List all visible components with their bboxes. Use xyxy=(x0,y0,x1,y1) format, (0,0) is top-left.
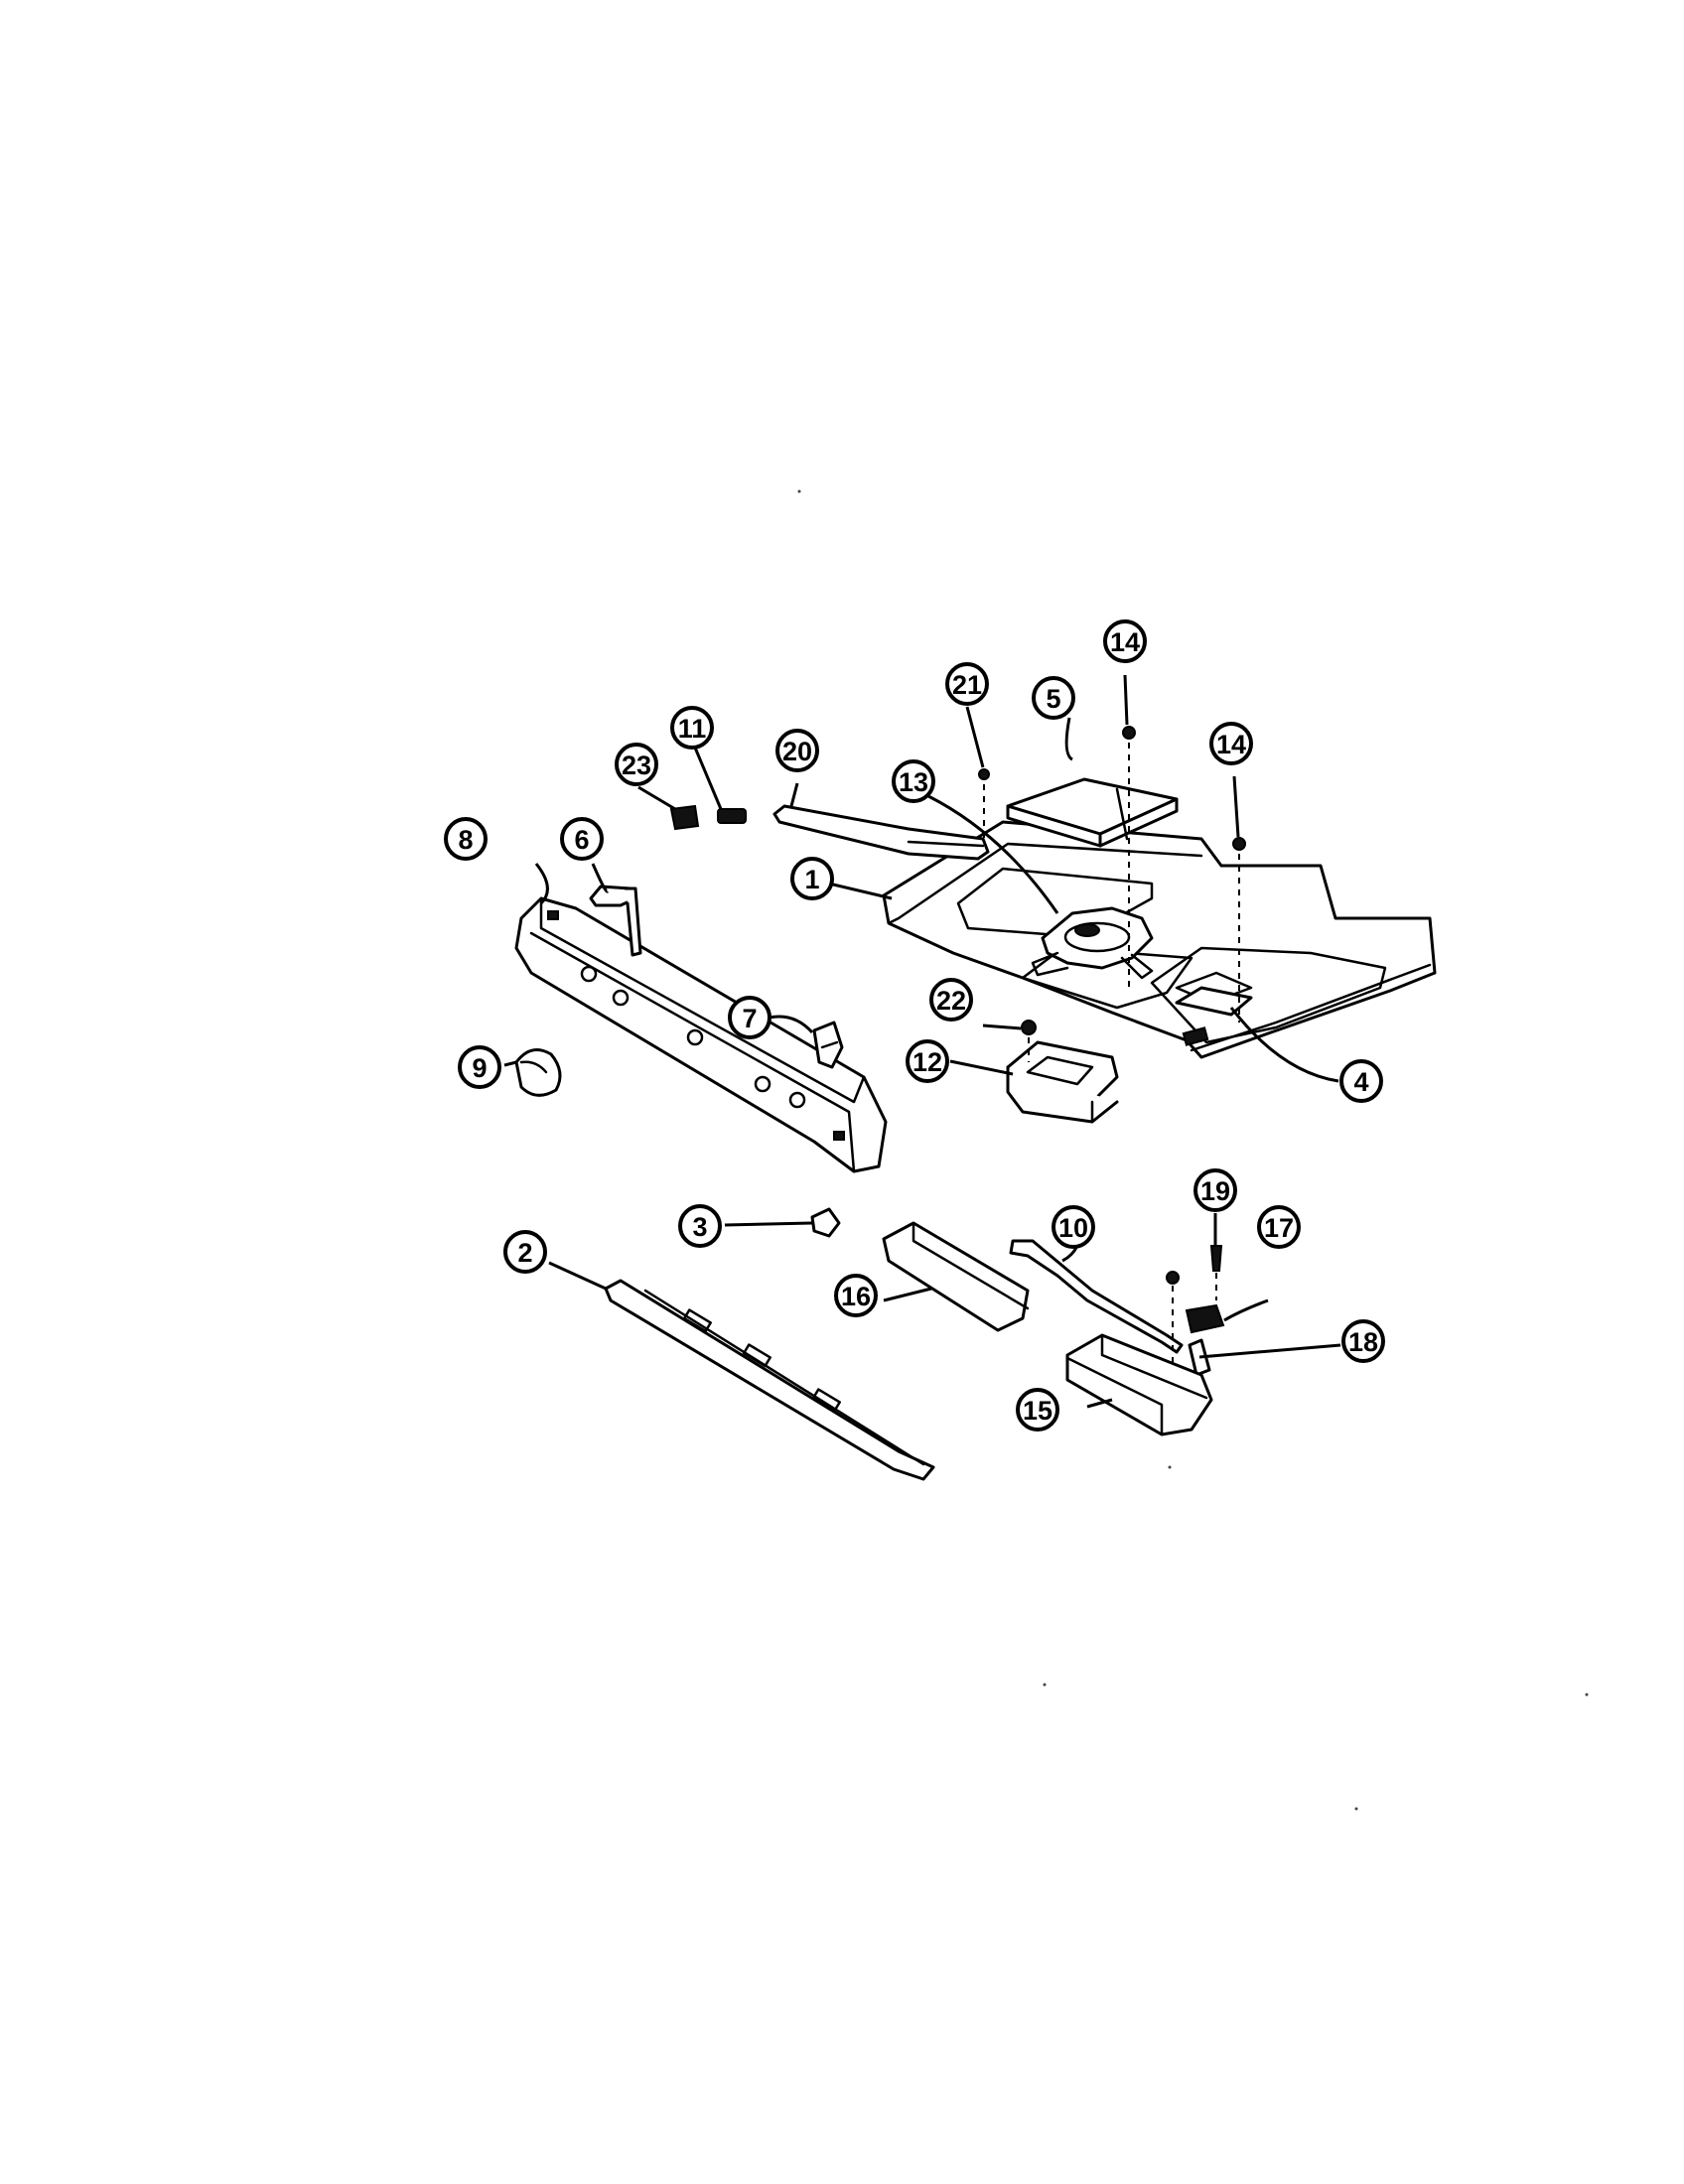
callout-6: 6 xyxy=(560,817,604,861)
svg-text:21: 21 xyxy=(952,670,982,700)
svg-text:10: 10 xyxy=(1058,1213,1088,1243)
part-3-clip xyxy=(810,1207,841,1238)
callout-21: 21 xyxy=(945,662,989,706)
part-7-clip xyxy=(812,1021,844,1069)
svg-text:5: 5 xyxy=(1046,684,1060,714)
part-23-spring xyxy=(669,804,700,831)
part-13-burner-assembly xyxy=(1031,906,1154,980)
svg-text:4: 4 xyxy=(1353,1067,1368,1097)
callout-23: 23 xyxy=(615,743,658,786)
callout-9: 9 xyxy=(458,1045,501,1089)
callout-3: 3 xyxy=(678,1204,722,1248)
svg-text:18: 18 xyxy=(1348,1327,1378,1357)
callout-1: 1 xyxy=(790,857,834,900)
part-18-bracket xyxy=(1166,1271,1211,1377)
part-10-tube xyxy=(1009,1239,1184,1354)
callout-8: 8 xyxy=(444,817,488,861)
callout-18: 18 xyxy=(1341,1319,1385,1363)
part-15-channel xyxy=(1065,1333,1213,1436)
callout-7: 7 xyxy=(728,996,772,1039)
svg-text:9: 9 xyxy=(472,1053,487,1083)
part-19-screw xyxy=(1209,1245,1223,1272)
part-14-screw-a xyxy=(1122,726,1136,740)
callout-13: 13 xyxy=(892,759,935,803)
svg-text:15: 15 xyxy=(1023,1396,1052,1426)
callout-14-b: 14 xyxy=(1209,722,1253,765)
part-22-screw xyxy=(1021,1020,1037,1035)
callout-11: 11 xyxy=(670,706,714,750)
callout-5: 5 xyxy=(1032,676,1075,720)
svg-text:13: 13 xyxy=(899,767,928,797)
part-11-clip xyxy=(717,808,747,824)
callout-17: 17 xyxy=(1257,1205,1301,1249)
part-5-cover-plate xyxy=(1006,777,1179,848)
part-17-connector xyxy=(1185,1303,1225,1334)
svg-text:11: 11 xyxy=(678,714,707,744)
svg-text:12: 12 xyxy=(912,1047,942,1077)
part-20-rod xyxy=(772,804,990,861)
svg-text:7: 7 xyxy=(742,1004,757,1033)
callout-15: 15 xyxy=(1016,1388,1059,1432)
svg-text:17: 17 xyxy=(1264,1213,1294,1243)
svg-text:8: 8 xyxy=(458,825,473,855)
callout-20: 20 xyxy=(775,729,819,772)
part-12-bracket xyxy=(1006,1040,1119,1124)
part-2-rail xyxy=(604,1279,935,1481)
svg-text:6: 6 xyxy=(574,825,589,855)
callout-2: 2 xyxy=(503,1230,547,1274)
part-16-channel xyxy=(882,1221,1030,1332)
part-14-screw-b xyxy=(1232,837,1246,851)
part-6-bracket xyxy=(589,885,642,957)
svg-text:1: 1 xyxy=(804,865,819,894)
svg-text:20: 20 xyxy=(782,737,812,766)
callout-22: 22 xyxy=(929,978,973,1022)
svg-text:22: 22 xyxy=(936,986,966,1016)
svg-text:19: 19 xyxy=(1200,1176,1230,1206)
callout-16: 16 xyxy=(834,1274,878,1317)
leader-lines xyxy=(503,674,1341,1409)
part-21-screw xyxy=(978,768,990,780)
scan-specks xyxy=(797,489,1589,1811)
part-8-front-manifold xyxy=(514,896,888,1173)
svg-text:14: 14 xyxy=(1216,730,1246,759)
callout-4: 4 xyxy=(1339,1059,1383,1103)
callout-10: 10 xyxy=(1052,1205,1095,1249)
svg-text:2: 2 xyxy=(517,1238,532,1268)
callout-12: 12 xyxy=(906,1039,949,1083)
svg-text:3: 3 xyxy=(692,1212,707,1242)
callout-19: 19 xyxy=(1193,1168,1237,1212)
part-9-knob xyxy=(514,1048,562,1097)
svg-text:23: 23 xyxy=(622,751,651,780)
callout-14-a: 14 xyxy=(1103,619,1147,663)
svg-text:14: 14 xyxy=(1110,627,1140,657)
svg-text:16: 16 xyxy=(841,1282,871,1311)
